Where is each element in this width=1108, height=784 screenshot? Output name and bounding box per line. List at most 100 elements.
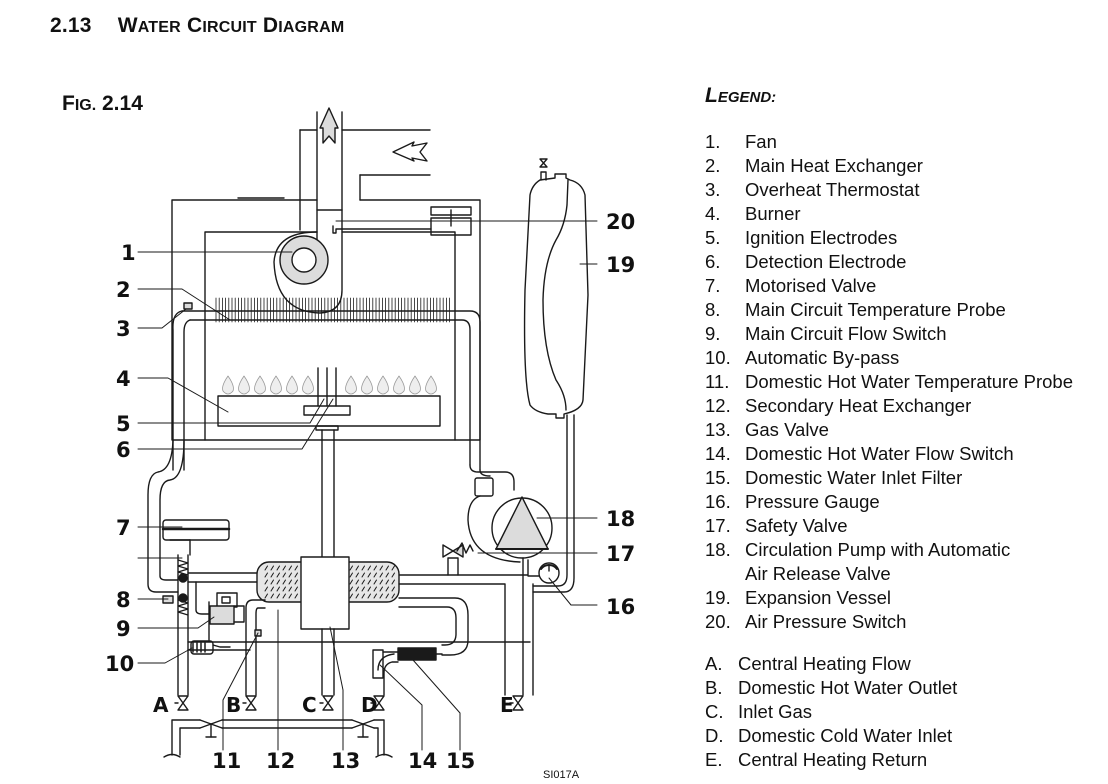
legend-connection-letter: D. xyxy=(705,725,724,746)
legend-item-continuation: Air Release Valve xyxy=(745,563,891,584)
legend-connection: D. Domestic Cold Water Inlet xyxy=(705,724,1073,748)
plate-hatch xyxy=(391,565,395,571)
isolation-valve-icon xyxy=(242,695,257,711)
isolation-valve-icon xyxy=(509,695,524,711)
plate-hatch xyxy=(373,579,377,585)
legend-item: 14.Domestic Hot Water Flow Switch xyxy=(705,442,1073,466)
plate-hatch xyxy=(276,565,280,571)
plate-hatch xyxy=(294,579,298,585)
legend-connection-label: Central Heating Return xyxy=(738,749,928,770)
figure-code: SI017A xyxy=(543,769,580,781)
isolation-valve-icon xyxy=(319,695,334,711)
plate-hatch xyxy=(294,565,298,571)
legend-item-number: 19. xyxy=(705,587,731,608)
gas-valve xyxy=(300,556,350,630)
fan xyxy=(273,209,343,314)
legend-connection-letter: E. xyxy=(705,749,723,770)
legend-item: 16.Pressure Gauge xyxy=(705,490,1073,514)
legend-item-label: Burner xyxy=(745,203,801,224)
plate-hatch xyxy=(288,586,292,592)
legend-item: 15.Domestic Water Inlet Filter xyxy=(705,466,1073,490)
legend-item-number: 18. xyxy=(705,539,731,560)
legend-item: 10.Automatic By-pass xyxy=(705,346,1073,370)
dhw-flow-switch xyxy=(372,649,384,679)
legend-connection-letter: A. xyxy=(705,653,723,674)
legend-connection-label: Domestic Cold Water Inlet xyxy=(738,725,953,746)
flue-outlet xyxy=(299,107,431,256)
plate-hatch xyxy=(379,593,383,599)
callout-6: 6 xyxy=(116,438,131,462)
plate-hatch xyxy=(355,586,359,592)
legend-item-label: Expansion Vessel xyxy=(745,587,892,608)
legend-connection: A. Central Heating Flow xyxy=(705,652,1073,676)
air-pressure-switch xyxy=(332,206,472,236)
legend-item-number: 12. xyxy=(705,395,731,416)
legend-connection: C.Inlet Gas xyxy=(705,700,1073,724)
plate-hatch xyxy=(385,593,389,599)
legend-item-label: Gas Valve xyxy=(745,419,829,440)
plate-hatch xyxy=(294,586,298,592)
legend-item-number: 10. xyxy=(705,347,731,368)
legend-connection-letter: B. xyxy=(705,677,723,698)
isolation-valve-icon xyxy=(370,695,385,711)
callout-16: 16 xyxy=(606,595,635,619)
plate-hatch xyxy=(264,586,268,592)
legend-item: 18.Circulation Pump with Automatic xyxy=(705,538,1073,562)
flame-icon xyxy=(345,375,357,395)
legend-connection-label: Central Heating Flow xyxy=(738,653,911,674)
isolation-valves xyxy=(174,695,524,711)
legend-item: 4.Burner xyxy=(705,202,1073,226)
plate-hatch xyxy=(373,593,377,599)
plate-hatch xyxy=(270,586,274,592)
plate-hatch xyxy=(282,579,286,585)
legend-item: 2.Main Heat Exchanger xyxy=(705,154,1073,178)
connection-e: E xyxy=(500,693,514,717)
legend-item-label: Overheat Thermostat xyxy=(745,179,920,200)
plate-hatch xyxy=(282,565,286,571)
inlet-filter xyxy=(397,647,437,661)
legend-connection-label: Domestic Hot Water Outlet xyxy=(738,677,958,698)
expansion-vessel xyxy=(523,158,589,419)
legend-item-label: Domestic Water Inlet Filter xyxy=(745,467,963,488)
callout-18: 18 xyxy=(606,507,635,531)
plate-hatch xyxy=(270,565,274,571)
plate-hatch xyxy=(288,579,292,585)
plate-hatch xyxy=(379,579,383,585)
plate-hatch xyxy=(282,572,286,578)
legend-item: 3.Overheat Thermostat xyxy=(705,178,1073,202)
legend-item-number: 6. xyxy=(705,251,721,272)
plate-hatch xyxy=(361,572,365,578)
legend-item: 9.Main Circuit Flow Switch xyxy=(705,322,1073,346)
plate-hatch xyxy=(288,565,292,571)
legend-item-number: 8. xyxy=(705,299,721,320)
flame-icon xyxy=(254,375,266,395)
plate-hatch xyxy=(367,579,371,585)
legend-title: LEGEND: xyxy=(705,84,777,107)
callout-17: 17 xyxy=(606,542,635,566)
legend-connection: B. Domestic Hot Water Outlet xyxy=(705,676,1073,700)
legend-connection-letter: C. xyxy=(705,701,724,722)
plate-hatch xyxy=(270,572,274,578)
figure-label: FIG. 2.14 xyxy=(62,92,143,115)
plate-hatch xyxy=(361,579,365,585)
callout-1: 1 xyxy=(121,241,136,265)
plate-hatch xyxy=(391,586,395,592)
legend-item-label: Pressure Gauge xyxy=(745,491,880,512)
legend-item-label: Main Circuit Flow Switch xyxy=(745,323,947,344)
flame-icon xyxy=(286,375,298,395)
legend-item-label: Secondary Heat Exchanger xyxy=(745,395,972,416)
main-flow-switch xyxy=(208,592,245,641)
plate-hatch xyxy=(373,586,377,592)
legend-item: 1.Fan xyxy=(705,130,1073,154)
spring-coils xyxy=(177,559,189,616)
callout-7: 7 xyxy=(116,516,131,540)
legend-item-label: Motorised Valve xyxy=(745,275,877,296)
exhaust-arrow-icon xyxy=(319,107,339,144)
legend-item-number: 7. xyxy=(705,275,721,296)
legend-item-label: Ignition Electrodes xyxy=(745,227,898,248)
plate-hatch xyxy=(276,579,280,585)
flame-icon xyxy=(302,375,314,395)
section-number: 2.13 xyxy=(50,14,92,37)
flame-icon xyxy=(393,375,405,395)
